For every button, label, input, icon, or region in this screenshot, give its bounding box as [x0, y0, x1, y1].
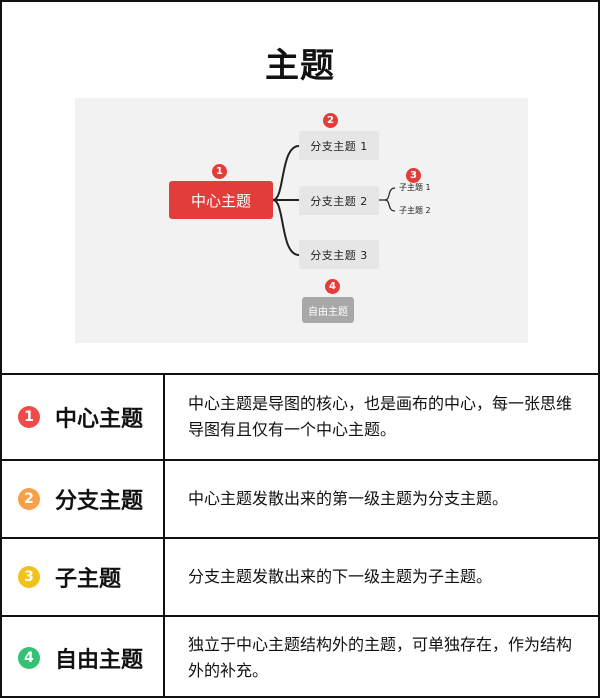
term-label: 子主题 — [55, 567, 122, 592]
definition-row-free: 4 自由主题 独立于中心主题结构外的主题，可单独存在，作为结构外的补充。 — [2, 615, 598, 696]
branch-topic-1-node: 分支主题 1 — [299, 131, 379, 160]
definition-row-subtopic: 3 子主题 分支主题发散出来的下一级主题为子主题。 — [2, 537, 598, 615]
term-cell: 2 分支主题 — [2, 461, 165, 537]
description-cell: 中心主题发散出来的第一级主题为分支主题。 — [165, 461, 598, 537]
description-text: 中心主题是导图的核心，也是画布的中心，每一张思维导图有且仅有一个中心主题。 — [188, 394, 573, 439]
number-badge-2: 2 — [18, 488, 40, 510]
description-text: 中心主题发散出来的第一级主题为分支主题。 — [188, 489, 509, 508]
number-badge-3: 3 — [18, 566, 40, 588]
description-text: 独立于中心主题结构外的主题，可单独存在，作为结构外的补充。 — [188, 634, 573, 680]
free-topic-node: 自由主题 — [302, 297, 354, 323]
badge-3: 3 — [406, 168, 421, 183]
term-cell: 4 自由主题 — [2, 617, 165, 696]
page-title: 主题 — [265, 46, 335, 86]
subtopic-2-label: 子主题 2 — [399, 206, 431, 215]
definition-row-central: 1 中心主题 中心主题是导图的核心，也是画布的中心，每一张思维导图有且仅有一个中… — [2, 373, 598, 459]
branch-topic-2-node: 分支主题 2 — [299, 186, 379, 215]
badge-4: 4 — [325, 279, 340, 294]
description-cell: 独立于中心主题结构外的主题，可单独存在，作为结构外的补充。 — [165, 617, 598, 696]
description-cell: 分支主题发散出来的下一级主题为子主题。 — [165, 539, 598, 615]
badge-1: 1 — [212, 164, 227, 179]
description-text: 分支主题发散出来的下一级主题为子主题。 — [188, 567, 493, 586]
badge-2: 2 — [323, 113, 338, 128]
term-label: 自由主题 — [55, 647, 144, 673]
connector-branch-1 — [272, 145, 300, 201]
number-badge-4: 4 — [18, 646, 40, 669]
branch-topic-3-node: 分支主题 3 — [299, 240, 379, 269]
subtopic-bracket — [379, 187, 396, 212]
connector-branch-3 — [272, 199, 300, 256]
number-badge-1: 1 — [18, 406, 40, 428]
connector-lines — [272, 145, 396, 256]
central-topic-node: 中心主题 — [169, 181, 273, 219]
term-label: 分支主题 — [55, 489, 144, 514]
definition-row-branch: 2 分支主题 中心主题发散出来的第一级主题为分支主题。 — [2, 459, 598, 537]
term-cell: 3 子主题 — [2, 539, 165, 615]
description-cell: 中心主题是导图的核心，也是画布的中心，每一张思维导图有且仅有一个中心主题。 — [165, 375, 598, 459]
subtopic-1-label: 子主题 1 — [399, 183, 431, 192]
term-cell: 1 中心主题 — [2, 375, 165, 459]
term-label: 中心主题 — [55, 407, 144, 432]
mindmap-diagram: 中心主题 分支主题 1 分支主题 2 分支主题 3 子主题 1 子主题 2 自由… — [75, 98, 528, 343]
